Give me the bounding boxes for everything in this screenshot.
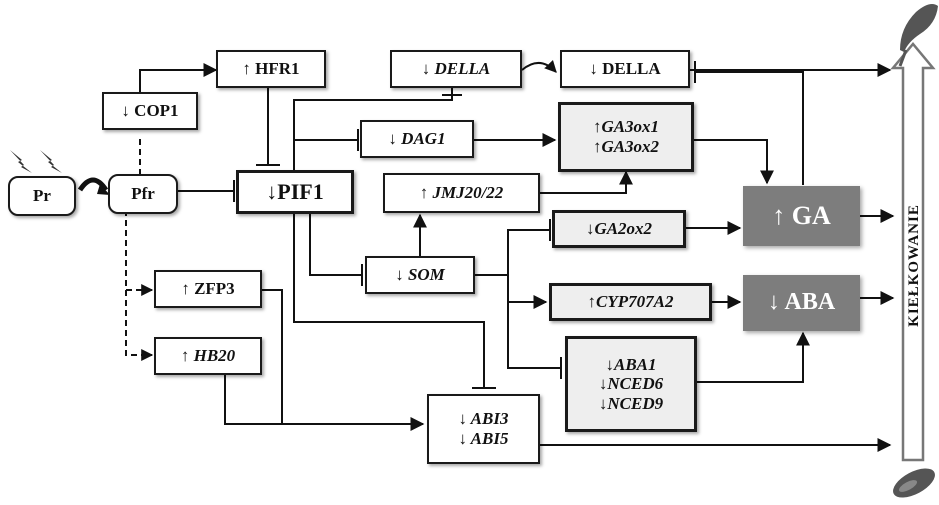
node-abi: ↓ ABI3 ↓ ABI5 [427,394,540,464]
ga-della-link [695,71,804,185]
abi3-label: ↓ ABI3 [458,409,509,429]
node-som: ↓ SOM [365,256,475,294]
node-cyp: ↑CYP707A2 [549,283,712,321]
node-ga3ox: ↑GA3ox1 ↑GA3ox2 [558,102,694,172]
node-jmj: ↑ JMJ20/22 [383,173,540,213]
node-aba-biosynthesis: ↓ABA1 ↓NCED6 ↓NCED9 [565,336,697,432]
zfp3-abi-link [262,289,283,424]
ga3ox-ga-arrow [694,139,774,185]
node-ga2ox2: ↓GA2ox2 [552,210,686,248]
node-aba: ↓ ABA [743,275,860,331]
pif1-som-link [309,213,362,276]
node-hfr1: ↑ HFR1 [216,50,326,88]
pif1-abi-link [293,213,485,388]
nced-aba-arrow [697,331,810,383]
nced6-label: ↓NCED6 [598,374,664,394]
pfr-hb20-link [125,210,154,361]
curved-arrow-icon [77,177,109,192]
hb20-abi-arrow [224,375,425,431]
aba1-label: ↓ABA1 [605,354,657,374]
lightning-icon [10,150,62,173]
seed-icon [893,468,935,498]
node-della-protein: ↓ DELLA [560,50,690,88]
node-pif1: ↓PIF1 [236,170,354,214]
ga3ox2-label: ↑GA3ox2 [592,137,660,156]
node-ga: ↑ GA [743,186,860,246]
som-aba1-link [507,275,561,369]
ga3ox1-label: ↑GA3ox1 [592,117,660,137]
seedling-icon [898,4,938,67]
node-cop1: ↓ COP1 [102,92,198,130]
della-translation-arrow [521,60,557,73]
node-hb20: ↑ HB20 [154,337,262,375]
node-pr: Pr [8,176,76,216]
jmj-ga3ox-arrow [540,170,633,194]
node-pfr: Pfr [108,174,178,214]
node-zfp3: ↑ ZFP3 [154,270,262,308]
cop1-hfr1-arrow [139,63,218,92]
nced9-label: ↓NCED9 [598,393,664,413]
node-dag1: ↓ DAG1 [360,120,474,158]
node-della-gene: ↓ DELLA [390,50,522,88]
germination-label: KIEŁKOWANIE [905,203,922,327]
germination-arrow [890,42,936,462]
som-ga2ox2-link [507,229,550,275]
abi5-label: ↓ ABI5 [458,429,509,448]
